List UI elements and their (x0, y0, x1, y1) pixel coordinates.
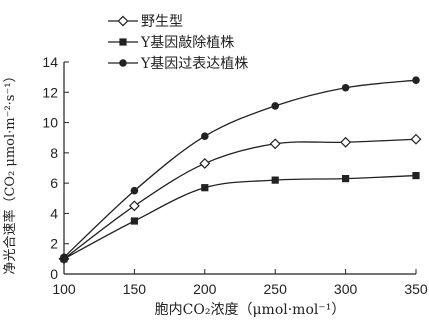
x-tick-label: 200 (193, 281, 217, 297)
data-point (269, 138, 281, 150)
legend-item: Y基因过表达植株 (108, 55, 248, 72)
y-tick-label: 10 (42, 115, 58, 131)
data-point (128, 200, 140, 212)
y-tick-label: 0 (50, 266, 58, 282)
data-point (271, 176, 279, 184)
y-tick-label: 4 (50, 205, 58, 221)
data-point (410, 133, 422, 145)
legend-item: Y基因敲除植株 (108, 34, 234, 51)
legend-marker (119, 59, 127, 67)
data-point (201, 184, 209, 192)
y-tick-label: 14 (42, 54, 58, 70)
x-tick-label: 250 (264, 281, 288, 297)
legend-label: 野生型 (141, 14, 183, 30)
series-1 (58, 133, 422, 265)
legend-marker (119, 38, 127, 46)
y-tick-label: 6 (50, 175, 58, 191)
y-tick-label: 2 (50, 236, 58, 252)
data-point (130, 186, 139, 195)
y-tick-label: 8 (50, 145, 58, 161)
data-point (342, 175, 350, 183)
legend-label: Y基因敲除植株 (140, 34, 234, 51)
series-line (63, 138, 417, 260)
data-point (341, 83, 350, 92)
x-tick-label: 350 (404, 281, 428, 297)
data-point (412, 171, 420, 180)
data-point (201, 132, 209, 140)
legend-label: Y基因过表达植株 (140, 55, 248, 72)
data-point (412, 76, 420, 84)
y-axis-label: 净光合速率（CO₂ μmol·m⁻²·s⁻¹） (2, 69, 18, 274)
data-point (130, 217, 138, 225)
data-point (199, 158, 211, 169)
data-point (60, 253, 68, 262)
x-tick-label: 100 (52, 281, 76, 297)
x-tick-label: 150 (123, 281, 147, 297)
legend-marker (117, 15, 129, 27)
legend: 野生型 Y基因敲除植株 Y基因过表达植株 (108, 14, 248, 72)
data-point (340, 136, 352, 148)
y-tick-label: 12 (42, 84, 58, 100)
x-tick-labels: 100 150 200 250 300 350 (52, 281, 428, 297)
x-tick-label: 300 (334, 281, 358, 297)
series-line (63, 174, 417, 260)
legend-item: 野生型 (108, 14, 183, 30)
y-tick-labels: 0 2 4 6 8 10 12 14 (42, 54, 58, 282)
data-point (271, 102, 280, 110)
x-axis-label: 胞内CO₂浓度（μmol·mol⁻¹） (155, 302, 346, 318)
series-2 (60, 171, 420, 263)
chart-axes (63, 61, 417, 275)
series-3 (60, 76, 420, 262)
series-line (63, 79, 417, 258)
series-layer (58, 76, 422, 265)
